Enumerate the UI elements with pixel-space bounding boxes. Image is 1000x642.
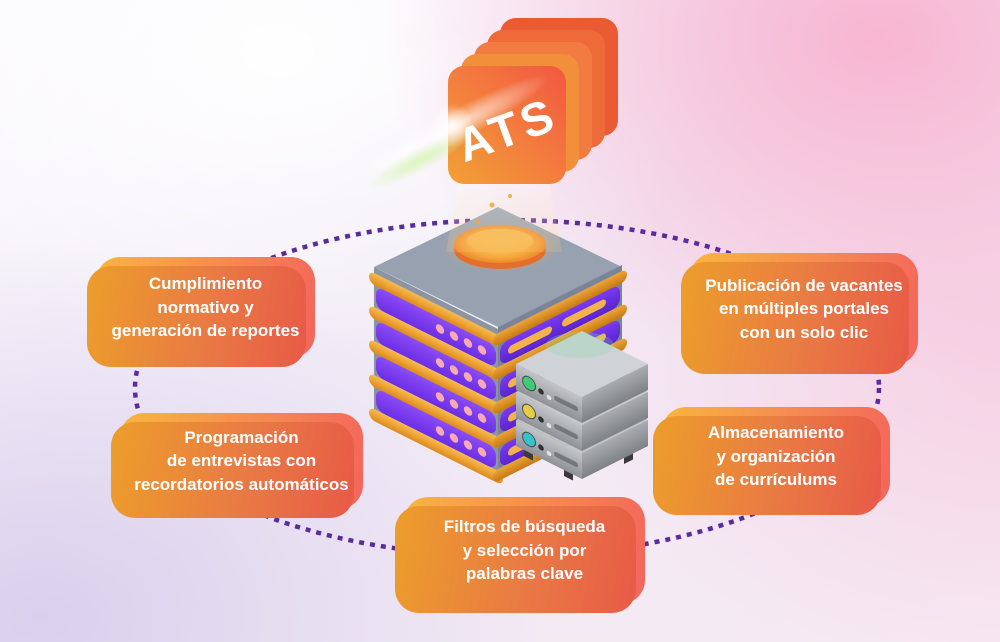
beam-particle <box>476 220 480 224</box>
beam-particle <box>508 194 512 198</box>
feature-card-almacenamiento: Almacenamiento y organización de currícu… <box>662 407 890 506</box>
feature-card-cumplimiento-text: Cumplimiento normativo y generación de r… <box>111 274 300 341</box>
feature-card-filtros: Filtros de búsqueda y selección por pala… <box>404 497 645 604</box>
feature-card-publicacion: Publicación de vacantes en múltiples por… <box>690 253 918 365</box>
background-light-streak <box>139 26 521 164</box>
feature-card-almacenamiento-text: Almacenamiento y organización de currícu… <box>707 423 845 490</box>
ats-card-stack-icon: ATS <box>354 18 618 191</box>
gray-storage-stack-icon <box>516 331 648 481</box>
projection-beam <box>446 182 562 252</box>
feature-card-filtros-text: Filtros de búsqueda y selección por pala… <box>443 517 606 584</box>
beam-particle <box>489 202 495 208</box>
feature-card-programacion: Programación de entrevistas con recordat… <box>120 413 363 509</box>
feature-card-publicacion-text: Publicación de vacantes en múltiples por… <box>705 275 903 342</box>
dashed-ellipse-connector <box>132 217 882 559</box>
feature-card-programacion-text: Programación de entrevistas con recordat… <box>134 427 349 494</box>
feature-card-cumplimiento: Cumplimiento normativo y generación de r… <box>96 257 315 358</box>
